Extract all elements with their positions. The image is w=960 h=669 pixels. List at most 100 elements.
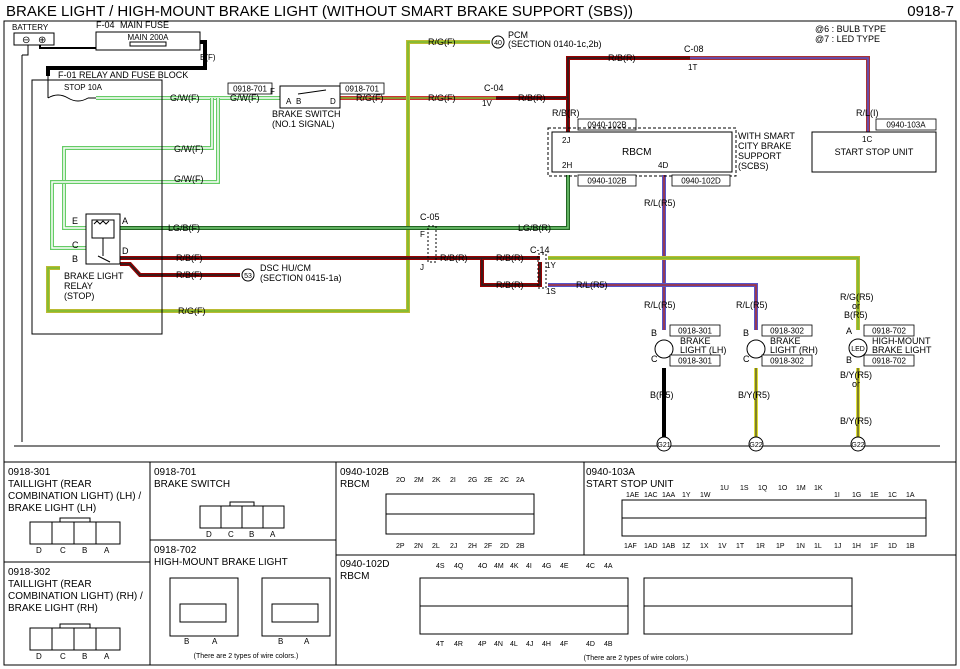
panel5-top-5: 2E — [484, 477, 493, 484]
panel6-tb-1: 1AC — [644, 492, 658, 499]
panel7-top-6: 4G — [542, 563, 551, 570]
panel7-bot-6: 4H — [542, 641, 551, 648]
rh-conn-bot: 0918-302 — [770, 357, 804, 366]
brake-light-relay: E A C B D BRAKE LIGHT RELAY (STOP) — [64, 213, 129, 301]
panel6-b-7: 1R — [756, 543, 765, 550]
panel7-bot-7: 4F — [560, 641, 568, 648]
conn-c14: C-14 — [530, 245, 550, 255]
panel6-b-2: 1AB — [662, 543, 676, 550]
panel1-id: 0918-301 — [8, 467, 51, 478]
wire-rl-r5-a: R/L(R5) — [644, 198, 676, 208]
brake-switch-conn-right: 0918-701 — [345, 85, 379, 94]
panel-0940-102b: 0940-102B RBCM 2O 2M 2K 2I 2G 2E 2C 2A 2… — [340, 467, 535, 550]
panel5-bot-3: 2J — [450, 543, 457, 550]
relay-pin-b: B — [72, 254, 78, 264]
rbcm-note-3: SUPPORT — [738, 151, 782, 161]
panel5-top-2: 2K — [432, 477, 441, 484]
panel5-id: 0940-102B — [340, 467, 389, 478]
rbcm-pin-2h: 2H — [562, 161, 572, 170]
relay-label-1: BRAKE LIGHT — [64, 271, 124, 281]
hm-led: LED — [851, 346, 865, 353]
wire-or-2: or — [852, 379, 860, 389]
panel6-tb-3: 1Y — [682, 492, 691, 499]
wire-rbf-2: R/B(F) — [176, 270, 203, 280]
panel5-bot-0: 2P — [396, 543, 405, 550]
panel7-top-0: 4S — [436, 563, 445, 570]
conn-c05-f: F — [420, 230, 425, 239]
lh-pin-b: B — [651, 328, 657, 338]
panel4-pin-a2: A — [304, 637, 310, 646]
panel6-tb-8: 1C — [888, 492, 897, 499]
panel4-line1: HIGH-MOUNT BRAKE LIGHT — [154, 557, 288, 568]
panel5-bot-7: 2B — [516, 543, 525, 550]
panel-0940-102d: 0940-102D RBCM 4S 4Q 4O 4M 4K 4I 4G 4E 4… — [340, 559, 853, 662]
wire-labels: G/W(F) G/W(F) G/W(F) G/W(F) R/G(F) R/G(F… — [168, 37, 879, 426]
wire-lgbf: LG/B(F) — [168, 223, 200, 233]
main-fuse-wire: B(F) — [200, 53, 216, 62]
relay-label-3: (STOP) — [64, 291, 94, 301]
panel5-top-0: 2O — [396, 477, 406, 484]
dsc-ref: 53 DSC HU/CM (SECTION 0415-1a) — [241, 263, 342, 283]
brake-switch-label-2: (NO.1 SIGNAL) — [272, 119, 335, 129]
panel6-b-10: 1L — [814, 543, 822, 550]
panel6-b-8: 1P — [776, 543, 785, 550]
panel1-pin-c: C — [60, 546, 66, 555]
panel7-top-9: 4A — [604, 563, 613, 570]
wire-rl-r5-b: R/L(R5) — [576, 280, 608, 290]
panel5-bot-5: 2F — [484, 543, 492, 550]
wire-or-1: or — [852, 301, 860, 311]
panel6-tb-7: 1E — [870, 492, 879, 499]
conn-c14-1y: 1Y — [546, 261, 556, 270]
relay-pin-c: C — [72, 240, 79, 250]
panel3-line1: BRAKE SWITCH — [154, 479, 230, 490]
panel-0918-302: 0918-302 TAILLIGHT (REAR COMBINATION LIG… — [8, 567, 143, 661]
connector-panels: 0918-301 TAILLIGHT (REAR COMBINATION LIG… — [4, 462, 956, 665]
hm-conn-bot: 0918-702 — [872, 357, 906, 366]
relay-block-label: F-01 RELAY AND FUSE BLOCK — [58, 70, 188, 80]
relay-label-2: RELAY — [64, 281, 93, 291]
relay-pin-a: A — [122, 216, 128, 226]
panel4-note: (There are 2 types of wire colors.) — [194, 653, 299, 660]
wire-lgbr: LG/B(R) — [518, 223, 551, 233]
fuse-stop-label: STOP 10A — [64, 83, 103, 92]
rbcm-conn-bot-left: 0940-102B — [587, 177, 626, 186]
panel6-b-4: 1X — [700, 543, 709, 550]
panel7-bot-1: 4R — [454, 641, 463, 648]
legend-bulb: @6 : BULB TYPE — [815, 24, 886, 34]
main-fuse-id: F-04 — [96, 20, 115, 30]
main-fuse-title: MAIN FUSE — [120, 20, 169, 30]
panel7-bot-9: 4B — [604, 641, 613, 648]
rh-pin-c: C — [743, 354, 750, 364]
panel7-id: 0940-102D — [340, 559, 389, 570]
panel2-pin-d: D — [36, 652, 42, 661]
panel7-top-8: 4C — [586, 563, 595, 570]
panel7-top-2: 4O — [478, 563, 488, 570]
brake-light-rh: B 0918-302 BRAKE LIGHT (RH) C 0918-302 G… — [743, 324, 818, 452]
legend-led: @7 : LED TYPE — [815, 34, 880, 44]
battery-plus: ⊕ — [38, 35, 46, 46]
panel7-bot-3: 4N — [494, 641, 503, 648]
rbcm-conn-bot-right: 0940-102D — [681, 177, 721, 186]
panel7-top-7: 4E — [560, 563, 569, 570]
rbcm-label: RBCM — [622, 147, 651, 158]
panel-0918-301: 0918-301 TAILLIGHT (REAR COMBINATION LIG… — [8, 467, 141, 555]
pcm-label: PCM — [508, 30, 528, 40]
page-number: 0918-7 — [907, 3, 954, 20]
panel1-pin-d: D — [36, 546, 42, 555]
brake-switch: 0918-701 0918-701 A B D F BRAKE SWITCH (… — [227, 82, 385, 129]
panel6-tb-2: 1AA — [662, 492, 676, 499]
wire-rgf-3: R/G(F) — [428, 37, 456, 47]
start-stop-unit: 0940-103A 1C START STOP UNIT — [811, 118, 937, 173]
panel6-ta-2: 1Q — [758, 485, 768, 492]
rh-label-1: BRAKE — [770, 336, 801, 346]
start-stop-pin: 1C — [862, 135, 872, 144]
panel1-line2: COMBINATION LIGHT) (LH) / — [8, 491, 141, 502]
panel6-b-11: 1J — [834, 543, 841, 550]
panel6-b-15: 1B — [906, 543, 915, 550]
high-mount-brake-light: A 0918-702 LED HIGH-MOUNT BRAKE LIGHT B … — [846, 324, 932, 452]
panel7-top-3: 4M — [494, 563, 504, 570]
lh-conn-bot: 0918-301 — [678, 357, 712, 366]
conn-c14-1s: 1S — [546, 287, 556, 296]
wires — [14, 40, 940, 447]
panel7-top-5: 4I — [526, 563, 532, 570]
